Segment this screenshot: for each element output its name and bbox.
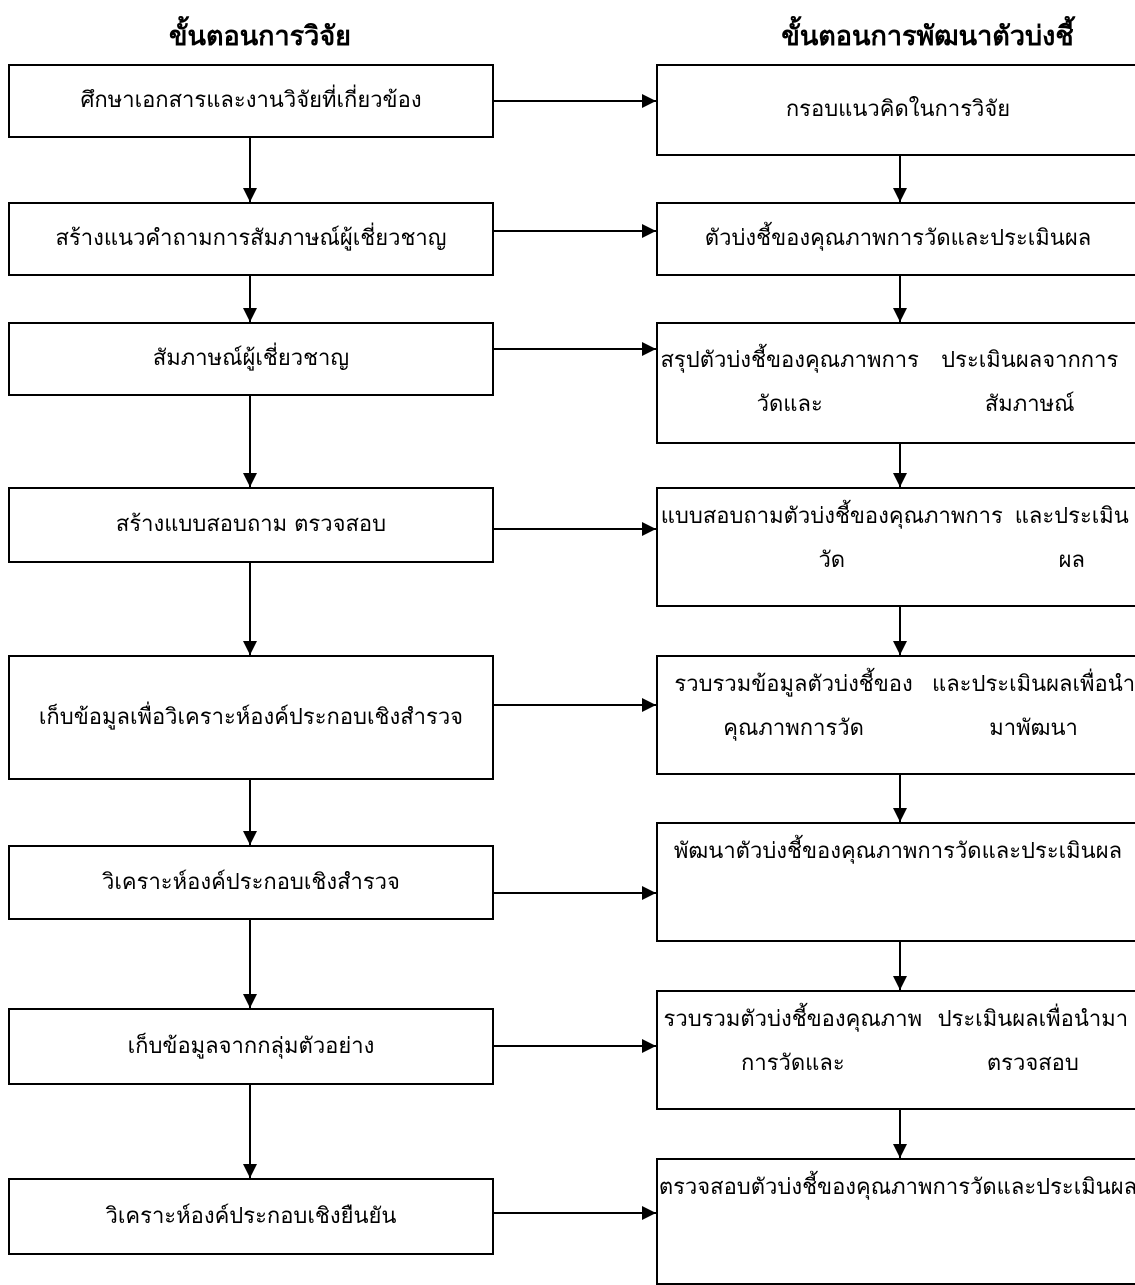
research-step-3-text: สัมภาษณ์ผู้เชี่ยวชาญ — [152, 346, 350, 371]
indicator-step-6-text: พัฒนาตัวบ่งชี้ของคุณภาพการวัด — [673, 839, 982, 864]
research-step-6-text: วิเคราะห์องค์ประกอบเชิงสำรวจ — [102, 869, 400, 895]
research-step-8-text: วิเคราะห์องค์ประกอบเชิงยืนยัน — [105, 1203, 397, 1229]
indicator-step-6: พัฒนาตัวบ่งชี้ของคุณภาพการวัดและประเมินผ… — [656, 822, 1135, 942]
indicator-step-8-text: และประเมินผล — [996, 1175, 1135, 1200]
indicator-step-3-text: สรุปตัวบ่งชี้ของคุณภาพการวัดและ — [660, 348, 919, 417]
research-step-8: วิเคราะห์องค์ประกอบเชิงยืนยัน — [8, 1178, 494, 1255]
research-step-1-text: ศึกษาเอกสารและงานวิจัยที่เกี่ยวข้อง — [80, 88, 422, 113]
indicator-step-7-text: ประเมินผลเพื่อนำมาตรวจสอบ — [937, 1007, 1129, 1076]
indicator-step-7-text: รวบรวมตัวบ่งชี้ของคุณภาพการวัดและ — [663, 1007, 923, 1076]
indicator-step-3: สรุปตัวบ่งชี้ของคุณภาพการวัดและ ประเมินผล… — [656, 322, 1135, 444]
indicator-step-2: ตัวบ่งชี้ของคุณภาพการวัดและประเมินผล — [656, 202, 1135, 276]
research-step-6: วิเคราะห์องค์ประกอบเชิงสำรวจ — [8, 845, 494, 920]
indicator-step-4-text: และประเมินผล — [1014, 504, 1129, 573]
indicator-step-8-text: ตรวจสอบตัวบ่งชี้ของคุณภาพการวัด — [658, 1175, 997, 1200]
indicator-step-3-text: ประเมินผลจากการสัมภาษณ์ — [941, 348, 1119, 417]
research-step-2: สร้างแนวคำถามการสัมภาษณ์ผู้เชี่ยวชาญ — [8, 202, 494, 276]
indicator-step-5-text: และประเมินผลเพื่อนำมาพัฒนา — [932, 672, 1135, 741]
indicator-step-1: กรอบแนวคิดในการวิจัย — [656, 64, 1135, 156]
indicator-step-4: แบบสอบถามตัวบ่งชี้ของคุณภาพการวัดและประเ… — [656, 487, 1135, 607]
indicator-steps-heading: ขั้นตอนการพัฒนาตัวบ่งชี้ — [781, 21, 1074, 52]
research-step-4-text: สร้างแบบสอบถาม ตรวจสอบ — [115, 512, 387, 537]
indicator-step-5-text: รวบรวมข้อมูลตัวบ่งชี้ของคุณภาพการวัด — [674, 672, 913, 741]
indicator-step-6-text: และประเมินผล — [981, 839, 1123, 864]
research-step-4: สร้างแบบสอบถาม ตรวจสอบ — [8, 487, 494, 563]
indicator-step-1-text: กรอบแนวคิดในการวิจัย — [785, 97, 1011, 122]
indicator-step-4-text: แบบสอบถามตัวบ่งชี้ของคุณภาพการวัด — [660, 504, 1003, 573]
indicator-step-8: ตรวจสอบตัวบ่งชี้ของคุณภาพการวัดและประเมิ… — [656, 1158, 1135, 1285]
research-step-5: เก็บข้อมูลเพื่อวิเคราะห์องค์ประกอบเชิงสำ… — [8, 655, 494, 780]
research-step-7: เก็บข้อมูลจากกลุ่มตัวอย่าง — [8, 1008, 494, 1085]
research-steps-heading: ขั้นตอนการวิจัย — [169, 21, 351, 52]
research-step-3: สัมภาษณ์ผู้เชี่ยวชาญ — [8, 322, 494, 396]
indicator-step-2-text: ตัวบ่งชี้ของคุณภาพการวัดและประเมินผล — [704, 226, 1092, 251]
research-step-1: ศึกษาเอกสารและงานวิจัยที่เกี่ยวข้อง — [8, 64, 494, 138]
research-step-5-text: เชิงสำรวจ — [367, 704, 464, 730]
research-step-2-text: สร้างแนวคำถามการสัมภาษณ์ผู้เชี่ยวชาญ — [55, 226, 447, 251]
research-step-5-text: เก็บข้อมูลเพื่อวิเคราะห์องค์ประกอบ — [38, 704, 368, 730]
indicator-step-7: รวบรวมตัวบ่งชี้ของคุณภาพการวัดและประเมิน… — [656, 990, 1135, 1110]
research-step-7-text: เก็บข้อมูลจากกลุ่มตัวอย่าง — [127, 1033, 375, 1059]
indicator-step-5: รวบรวมข้อมูลตัวบ่งชี้ของคุณภาพการวัด และป… — [656, 655, 1135, 775]
